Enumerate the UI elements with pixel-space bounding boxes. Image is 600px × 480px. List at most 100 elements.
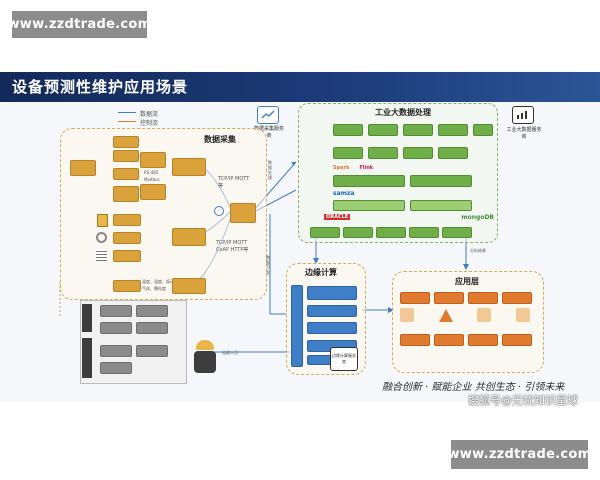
device-block-1	[100, 345, 132, 357]
device-box-1	[113, 214, 141, 226]
app-block-3	[468, 292, 498, 304]
sohu-watermark: 搜狐号@无忧知识星球	[468, 394, 578, 407]
edge-service-label: 边缘计算服务商	[332, 353, 356, 364]
edge-gateway-1	[172, 158, 206, 176]
app-arrow-label: 分析结果	[470, 248, 486, 253]
bd-brand-row1: Spark Flink	[333, 162, 493, 174]
protocol-top: TCP/IP MQTT等	[218, 176, 250, 189]
edge-sidebar	[291, 285, 303, 367]
bd-row2-d	[438, 147, 468, 159]
brand-flink: Flink	[359, 165, 374, 171]
edge-arrow-label: 数据下发	[266, 255, 270, 275]
grid-table-icon	[96, 250, 107, 261]
bd-row1-a	[333, 124, 363, 136]
legend-control-line	[118, 121, 136, 122]
bd-row2-c	[403, 147, 433, 159]
app-block-7	[468, 334, 498, 346]
edge-title: 边缘计算	[305, 268, 337, 277]
bd-brand-row2: samza	[333, 188, 493, 198]
bd-row2-a	[333, 147, 363, 159]
sensor-block-3	[113, 168, 139, 180]
wrench-icon	[515, 308, 530, 322]
globe-icon	[214, 206, 224, 216]
bd-row5-d	[409, 227, 439, 238]
bd-row1-b	[368, 124, 398, 136]
watermark-top: www.zzdtrade.com	[7, 11, 151, 38]
device-block-3	[100, 362, 132, 374]
maint-block-2	[136, 305, 168, 317]
maint-block-3	[100, 322, 132, 334]
protocol-mid: TCP/IP MQTT CoAP HTTP等	[216, 240, 249, 253]
footer-caption: 融合创新 · 赋能企业 共创生态 · 引领未来	[382, 382, 565, 393]
bd-row5-e	[442, 227, 472, 238]
device-box-2	[113, 232, 141, 244]
collector-node	[70, 160, 96, 176]
collect-mid-2	[140, 184, 166, 200]
app-block-5	[400, 334, 430, 346]
collect-mid-1	[140, 152, 166, 168]
maint-block-4	[136, 322, 168, 334]
bd-row2-b	[368, 147, 398, 159]
sensor-temp-label: 温度、湿度、振动	[142, 279, 174, 284]
edge-block-3	[307, 322, 357, 334]
protocol-rs485: RS-485	[144, 170, 159, 175]
app-title: 应用层	[455, 277, 479, 286]
bd-row1-d	[438, 124, 468, 136]
bd-brand-row3: ORACLE mongoDB	[324, 212, 494, 222]
protocol-modbus: Modbus	[144, 177, 160, 182]
ops-label: 运维人员	[222, 350, 238, 355]
bd-row3-a	[333, 175, 405, 187]
bd-row1-c	[403, 124, 433, 136]
edge-gateway-2	[172, 228, 206, 246]
analytics-monitor-icon	[512, 106, 534, 124]
maint-block-1	[100, 305, 132, 317]
legend: 数据流 控制流	[118, 108, 198, 128]
bd-row5-c	[376, 227, 406, 238]
document-icon	[97, 214, 108, 227]
maintenance-side-bar	[82, 304, 92, 332]
sensor-block-1	[113, 136, 139, 148]
edge-block-1	[307, 286, 357, 300]
warning-icon	[438, 308, 453, 322]
bd-row4-b	[410, 200, 472, 211]
device-box-3	[113, 250, 141, 262]
brand-oracle: ORACLE	[324, 214, 351, 220]
device-box-4	[113, 280, 141, 292]
app-panel	[392, 271, 544, 373]
legend-data-label: 数据流	[140, 111, 159, 118]
header-bar	[0, 72, 600, 102]
data-collection-title: 数据采集	[204, 135, 236, 144]
brand-samza: samza	[333, 189, 355, 197]
edge-gateway-3	[172, 278, 206, 294]
app-block-2	[434, 292, 464, 304]
big-data-title: 工业大数据处理	[375, 108, 431, 117]
bd-row5-b	[343, 227, 373, 238]
legend-control-label: 控制流	[140, 120, 159, 127]
sensor-block-2	[113, 150, 139, 162]
collection-hub	[230, 203, 256, 223]
app-icon-row	[400, 306, 530, 324]
app-block-4	[502, 292, 532, 304]
watermark-bottom: www.zzdtrade.com	[447, 440, 591, 469]
data-collection-service-label: 数据采集服务商	[253, 126, 284, 139]
legend-data-line	[118, 112, 136, 113]
edge-service-icon: 边缘计算服务商	[330, 347, 358, 371]
brand-spark: Spark	[333, 165, 350, 171]
maintenance-panel	[80, 300, 187, 384]
device-side-bar	[82, 338, 92, 378]
big-data-service-label: 工业大数据服务商	[506, 127, 542, 140]
bd-row3-b	[410, 175, 472, 187]
sensor-block-4	[113, 186, 139, 202]
big-data-left-label: 数据处理	[268, 160, 272, 180]
page-title: 设备预测性维护应用场景	[12, 78, 189, 96]
calendar-icon	[477, 308, 492, 322]
app-block-8	[502, 334, 532, 346]
device-block-2	[136, 345, 168, 357]
chart-monitor-icon	[257, 106, 279, 124]
edge-block-2	[307, 305, 357, 317]
gear-icon	[96, 232, 107, 243]
app-block-1	[400, 292, 430, 304]
sensor-gas-label: 气体、颗粒度	[142, 286, 166, 291]
brand-mongo: mongoDB	[461, 213, 494, 221]
bd-row4-a	[333, 200, 405, 211]
